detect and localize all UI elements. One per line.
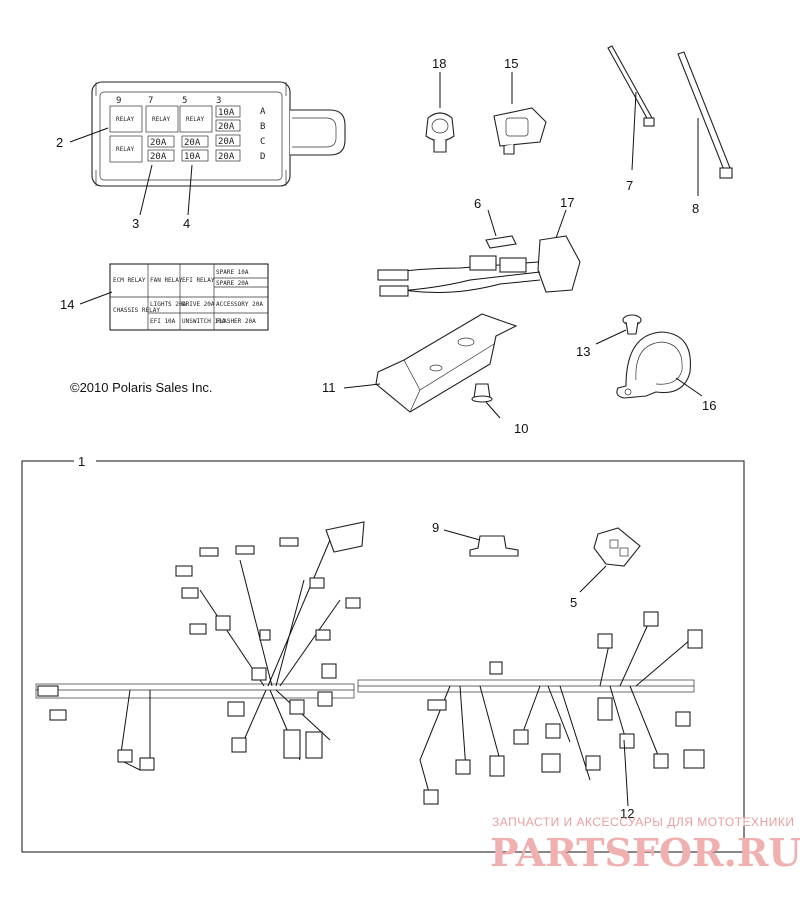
fuse-box: 9 7 5 3 RELAY RELAY RELAY RELAY 10A 20A … xyxy=(91,81,346,187)
rivet-13 xyxy=(622,314,642,335)
fuse-label: 20A xyxy=(218,152,235,162)
callout-9: 9 xyxy=(432,520,439,535)
main-harness-left xyxy=(35,521,365,771)
decal-cell: ECM RELAY xyxy=(113,277,146,284)
relay-label: RELAY xyxy=(116,116,134,123)
callout-17: 17 xyxy=(560,195,574,210)
watermark-logo: PARTSFOR.RU xyxy=(490,830,800,875)
decal-cell: DRIVE 20A xyxy=(182,301,215,308)
fuse-top-number: 3 xyxy=(216,96,221,106)
callout-6: 6 xyxy=(474,196,481,211)
callout-8: 8 xyxy=(692,201,699,216)
callout-14: 14 xyxy=(60,297,74,312)
fuse-label: 20A xyxy=(150,152,167,162)
connector-5 xyxy=(593,527,641,567)
callout-7: 7 xyxy=(626,178,633,193)
callout-11: 11 xyxy=(322,380,336,395)
fuse-label: 20A xyxy=(218,137,235,147)
rivet-10 xyxy=(471,383,493,403)
callout-16: 16 xyxy=(702,398,716,413)
callout-1: 1 xyxy=(78,454,85,469)
main-harness-right xyxy=(357,611,705,805)
fuse-top-number: 9 xyxy=(116,96,121,106)
relay-label: RELAY xyxy=(186,116,204,123)
bracket-11 xyxy=(375,313,518,413)
callout-2: 2 xyxy=(56,135,63,150)
callout-4: 4 xyxy=(183,216,190,231)
callout-5: 5 xyxy=(570,595,577,610)
row-letter: B xyxy=(260,122,265,132)
decal-cell: UNSWITCH 10A xyxy=(182,318,226,325)
row-letter: D xyxy=(260,152,265,162)
callout-15: 15 xyxy=(504,56,518,71)
connector-15 xyxy=(493,107,547,155)
decal-cell: LIGHTS 20A xyxy=(150,301,187,308)
decal-cell: SPARE 10A xyxy=(216,269,249,276)
callout-13: 13 xyxy=(576,344,590,359)
fuse-label: 20A xyxy=(150,138,167,148)
harness-frame xyxy=(21,460,745,853)
cable-tie-7 xyxy=(607,45,655,127)
fuse-top-number: 5 xyxy=(182,96,187,106)
callout-12: 12 xyxy=(620,806,634,821)
sub-harness-17 xyxy=(377,235,581,297)
decal-cell: CHASSIS RELAY xyxy=(113,307,160,314)
callout-3: 3 xyxy=(132,216,139,231)
cable-tie-8 xyxy=(677,51,733,179)
clamp-16 xyxy=(616,331,691,399)
callout-18: 18 xyxy=(432,56,446,71)
decal-cell: FLASHER 20A xyxy=(216,318,256,325)
row-letter: A xyxy=(260,107,266,117)
fuse-label: 20A xyxy=(218,122,235,132)
watermark-tagline: ЗАПЧАСТИ И АКСЕССУАРЫ ДЛЯ МОТОТЕХНИКИ xyxy=(492,815,794,829)
relay-label: RELAY xyxy=(152,116,170,123)
decal-cell: SPARE 20A xyxy=(216,280,249,287)
decal-cell: EFI RELAY xyxy=(182,277,215,284)
fuse-label: 20A xyxy=(184,138,201,148)
callout-10: 10 xyxy=(514,421,528,436)
decal-cell: ACCESSORY 20A xyxy=(216,301,263,308)
fuse-label: 10A xyxy=(218,108,235,118)
row-letter: C xyxy=(260,137,265,147)
clip-9 xyxy=(469,535,519,557)
decal-cell: FAN RELAY xyxy=(150,277,183,284)
fuse-top-number: 7 xyxy=(148,96,153,106)
decal-cell: EFI 10A xyxy=(150,318,176,325)
relay-label: RELAY xyxy=(116,146,134,153)
fuse-label: 10A xyxy=(184,152,201,162)
fuse-decal: ECM RELAY FAN RELAY EFI RELAY SPARE 10A … xyxy=(109,263,269,331)
clip-18 xyxy=(425,112,455,153)
copyright-text: ©2010 Polaris Sales Inc. xyxy=(70,380,213,395)
